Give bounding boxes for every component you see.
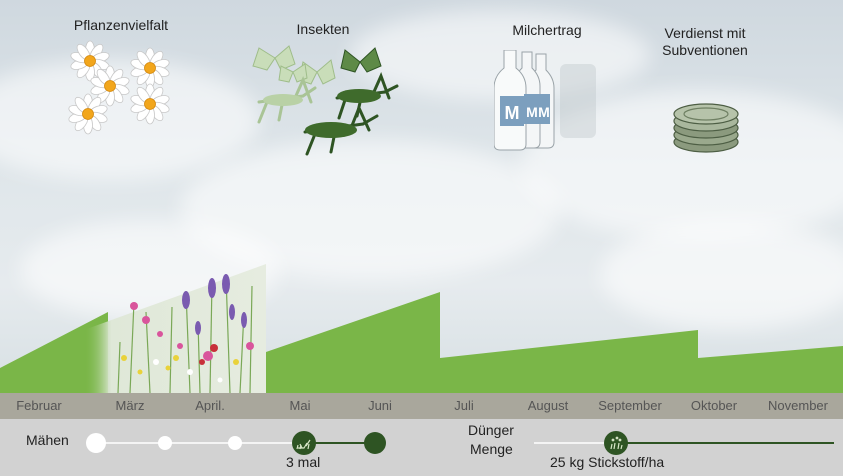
cloud bbox=[600, 220, 843, 330]
fertilizer-track bbox=[534, 442, 616, 444]
mowing-handle[interactable] bbox=[292, 431, 316, 455]
milk-yield-text: Milchertrag bbox=[512, 22, 582, 38]
milk-letter: M bbox=[505, 103, 520, 123]
control-panel: Mähen 3 mal Dünger Menge bbox=[0, 419, 843, 476]
mowing-value: 3 mal bbox=[286, 454, 321, 470]
mowing-track bbox=[96, 442, 304, 444]
month-label: Juli bbox=[454, 398, 474, 413]
fertilizer-label-line2: Menge bbox=[470, 441, 513, 457]
coin-stack-icon bbox=[673, 103, 739, 153]
mowing-slider[interactable] bbox=[84, 429, 394, 459]
fertilizer-spread-icon bbox=[610, 436, 623, 450]
fertilizer-slider[interactable] bbox=[534, 429, 836, 459]
milk-bottles-icon: M M M bbox=[494, 50, 596, 151]
meadow-hills bbox=[0, 264, 843, 394]
earnings-line1: Verdienst mit bbox=[664, 25, 746, 41]
month-label: Februar bbox=[16, 398, 62, 413]
milk-yield-label: Milchertrag bbox=[492, 22, 602, 39]
insects-text: Insekten bbox=[296, 21, 350, 37]
month-label: Juni bbox=[368, 398, 392, 413]
mowing-step[interactable] bbox=[364, 432, 386, 454]
month-label: November bbox=[768, 398, 828, 413]
earnings-label: Verdienst mit Subventionen bbox=[640, 25, 770, 59]
mowing-label: Mähen bbox=[26, 432, 69, 448]
earnings-line2: Subventionen bbox=[662, 42, 748, 58]
month-label: Oktober bbox=[690, 398, 738, 413]
insects-label: Insekten bbox=[268, 21, 378, 38]
mowing-step[interactable] bbox=[86, 433, 106, 453]
milk-letter: M bbox=[538, 104, 550, 120]
month-label: März bbox=[115, 398, 145, 413]
mowing-step[interactable] bbox=[158, 436, 172, 450]
insects-icon bbox=[252, 45, 399, 156]
cloud bbox=[0, 60, 260, 180]
month-label: September bbox=[598, 398, 662, 413]
fertilizer-value: 25 kg Stickstoff/ha bbox=[550, 454, 665, 470]
wildflowers bbox=[117, 274, 254, 394]
plant-diversity-label: Pflanzenvielfalt bbox=[56, 17, 186, 34]
plant-diversity-text: Pflanzenvielfalt bbox=[73, 17, 169, 33]
daisy-flowers-icon bbox=[67, 40, 171, 135]
mower-icon bbox=[296, 439, 311, 450]
month-label: April. bbox=[195, 398, 225, 413]
month-timeline: Februar März April. Mai Juni Juli August… bbox=[0, 393, 843, 419]
month-label: August bbox=[527, 398, 569, 413]
month-label: Mai bbox=[289, 398, 311, 413]
fertilizer-handle[interactable] bbox=[604, 431, 628, 455]
fertilizer-track-active bbox=[616, 442, 834, 444]
fertilizer-label-line1: Dünger bbox=[468, 422, 514, 438]
mowing-step[interactable] bbox=[228, 436, 242, 450]
milk-letter: M bbox=[526, 104, 538, 120]
mowing-track-active bbox=[304, 442, 374, 444]
